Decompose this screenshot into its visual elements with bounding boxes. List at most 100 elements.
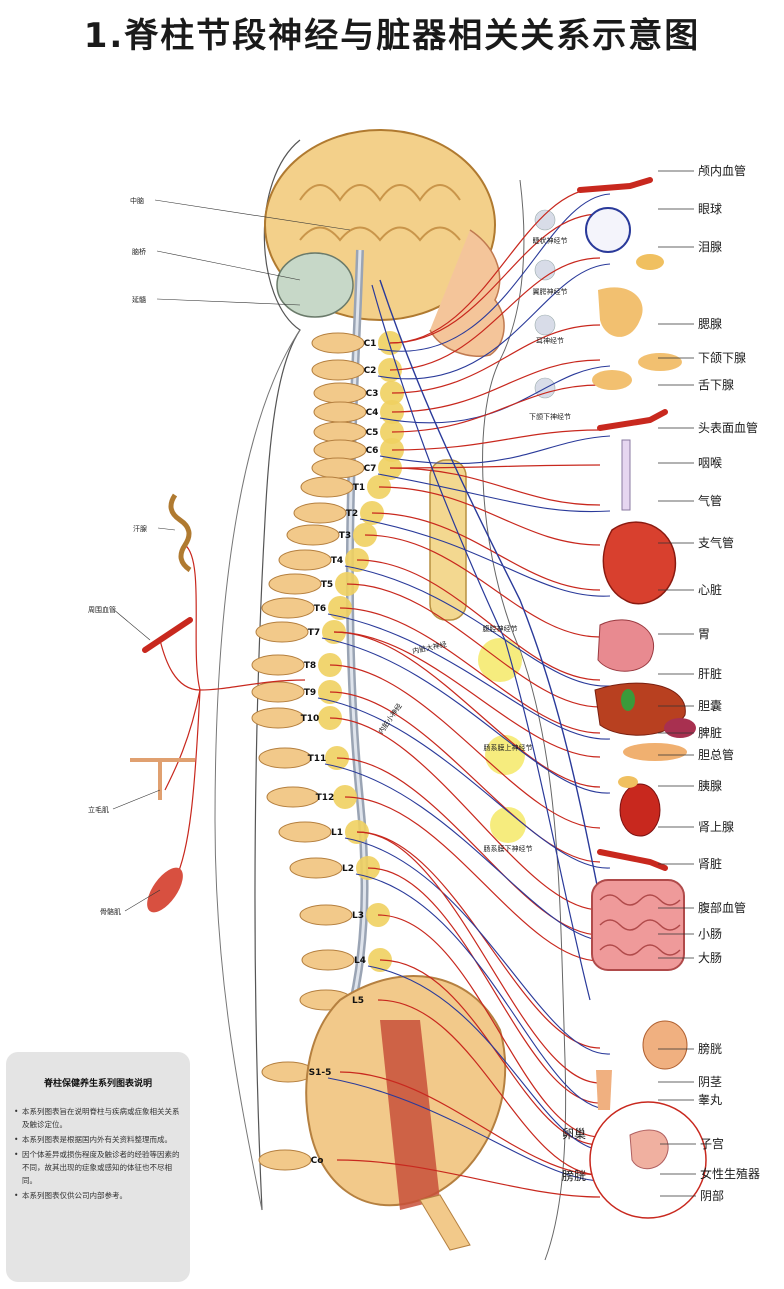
submandibular-gland-shape: [638, 353, 682, 371]
heart-shape: [602, 521, 677, 605]
sympathetic-nerve: [344, 796, 601, 962]
sympathetic-nerve: [389, 467, 601, 506]
eyeball-shape: [585, 207, 631, 253]
organ-label: 睾丸: [698, 1092, 722, 1107]
parasympathetic-nerve: [359, 518, 611, 597]
organ-label: 胆囊: [698, 698, 722, 713]
sympathetic-nerve: [333, 631, 601, 788]
front-outline: [482, 179, 567, 1261]
notes-item: 本系列图表是根据国内外有关资料整理而成。: [14, 1133, 182, 1146]
organ-label: 脾脏: [698, 725, 722, 740]
organ-label: 小肠: [698, 927, 722, 941]
sympathetic-nerve: [346, 583, 601, 708]
parasympathetic-nerve: [377, 193, 611, 352]
organ-label: 阴茎: [698, 1075, 722, 1089]
notes-item: 本系列图表仅供公司内部参考。: [14, 1189, 182, 1202]
liver-shape: [594, 682, 686, 736]
leader-line: [156, 298, 301, 306]
adrenal-gland-shape: [618, 776, 638, 788]
leader-line: [112, 789, 161, 810]
femur: [419, 1194, 471, 1251]
sympathetic-nerve: [339, 607, 601, 734]
organ-label: 肝脏: [698, 666, 722, 681]
vertebra-body: [300, 476, 354, 498]
body-outline: [254, 139, 301, 1211]
spleen-shape: [664, 718, 696, 738]
intracranial-vessel-shape: [577, 177, 653, 193]
sympathetic-nerve: [391, 429, 601, 451]
vertebra-label: T10: [301, 714, 320, 724]
organ-label: 头表面血管: [698, 420, 758, 435]
penis-testis-shape: [596, 1070, 612, 1110]
parasympathetic-nerve: [321, 637, 611, 794]
ganglion-label: 肠系膜下神经节: [484, 844, 533, 853]
notes-list: 本系列图表旨在说明脊柱与疾病或症象相关关系及触诊定位。 本系列图表是根据国内外有…: [14, 1105, 182, 1202]
organ-label: 舌下腺: [698, 378, 734, 392]
vertebra-body: [313, 421, 367, 443]
head-surface-vessel-shape: [597, 409, 668, 431]
organ-label: 女性生殖器: [700, 1166, 760, 1181]
vertebra-body: [289, 857, 343, 879]
organ-label: 颅内血管: [698, 163, 746, 178]
vertebra-body: [258, 1149, 312, 1171]
pancreas-shape: [623, 743, 687, 761]
sympathetic-nerve: [174, 689, 201, 881]
parasympathetic-nerve: [377, 263, 611, 380]
parasympathetic-nerve: [344, 565, 611, 687]
face: [429, 229, 505, 357]
organ-label: 大肠: [698, 951, 722, 965]
vertebra-label: T2: [346, 509, 358, 519]
vertebra-label: T7: [308, 628, 320, 638]
vertebra-body: [313, 401, 367, 423]
leader-line: [156, 250, 301, 281]
parasympathetic-nerve: [355, 873, 611, 1110]
sympathetic-nerve: [371, 512, 601, 591]
sympathetic-nerve: [336, 1159, 601, 1198]
organ-label: 肾上腺: [698, 820, 734, 834]
parasympathetic-nerve: [344, 837, 611, 1055]
organ-label: 腮腺: [698, 317, 722, 331]
parasympathetic-nerve: [367, 965, 611, 1152]
sympathetic-nerve: [391, 359, 601, 413]
ganglion-label: 睫状神经节: [533, 236, 568, 245]
arrector-muscle-shape: [130, 758, 195, 800]
notes-item: 本系列图表旨在说明脊柱与疾病或症象相关关系及触诊定位。: [14, 1105, 182, 1131]
nerve-lines: [159, 187, 611, 1198]
intestine-coils: [599, 894, 681, 956]
vertebra-body: [299, 904, 353, 926]
vertebra-label: C1: [364, 339, 377, 349]
spinal-cord-inner: [328, 249, 367, 1081]
notes-panel: 脊柱保健养生系列图表说明 本系列图表旨在说明脊柱与疾病或症象相关关系及触诊定位。…: [6, 1052, 190, 1282]
sympathetic-nerve: [389, 213, 601, 344]
organ-label: 肾脏: [698, 856, 722, 871]
sympathetic-nerve: [377, 999, 601, 1176]
sympathetic-nerve: [356, 559, 601, 681]
vertebra-body: [261, 597, 315, 619]
vertebra-body: [251, 681, 305, 703]
organ-label: 咽喉: [698, 456, 722, 470]
vertebra-body: [258, 747, 312, 769]
notes-title: 脊柱保健养生系列图表说明: [43, 1079, 152, 1089]
structure-label: 立毛肌: [88, 805, 109, 814]
page-title: 1.脊柱节段神经与脏器相关关系示意图: [83, 16, 701, 56]
ganglion-label: 腹腔神经节: [483, 624, 518, 633]
organ-label: 泪腺: [698, 240, 722, 254]
organ-label: 阴部: [700, 1188, 724, 1203]
stomach-shape: [597, 619, 655, 672]
vertebra-body: [293, 502, 347, 524]
sympathetic-nerve: [333, 631, 601, 758]
structure-label: 脑桥: [132, 247, 146, 256]
vertebra-label: C3: [366, 389, 379, 399]
structure-label: 周围血管: [88, 605, 116, 614]
parasympathetic-nerve: [324, 763, 611, 942]
organ-label: 胰腺: [698, 779, 722, 793]
abdominal-vessel-shape: [597, 849, 668, 871]
vertebra-body: [268, 573, 322, 595]
parasympathetic-nerve: [379, 435, 611, 465]
organ-label: 下颌下腺: [698, 350, 746, 365]
sweat-gland-shape: [168, 493, 192, 573]
uterus-shape: [629, 1129, 669, 1170]
vertebra-body: [311, 332, 365, 354]
sympathetic-nerve: [356, 831, 601, 1049]
organ-label: 气管: [698, 493, 722, 508]
